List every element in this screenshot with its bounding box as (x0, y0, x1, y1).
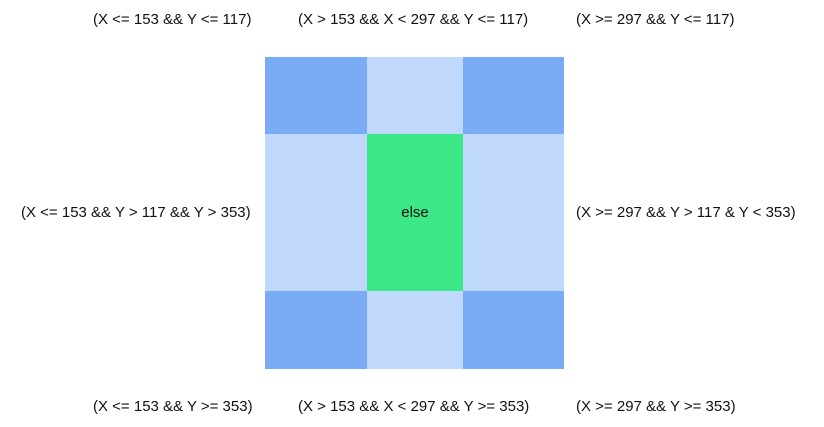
label-middle-left: (X <= 153 && Y > 117 && Y > 353) (21, 204, 251, 221)
cell-top-left (265, 57, 367, 134)
cell-bottom-right (463, 291, 564, 369)
region-grid: else (265, 57, 564, 369)
label-top-right: (X >= 297 && Y <= 117) (576, 11, 735, 28)
cell-top-center (367, 57, 463, 134)
label-middle-right: (X >= 297 && Y > 117 & Y < 353) (576, 204, 796, 221)
label-top-center: (X > 153 && X < 297 && Y <= 117) (298, 11, 529, 28)
cell-middle-left (265, 134, 367, 291)
cell-bottom-center (367, 291, 463, 369)
cell-bottom-left (265, 291, 367, 369)
center-label: else (401, 204, 429, 221)
label-bottom-center: (X > 153 && X < 297 && Y >= 353) (298, 398, 530, 415)
cell-center: else (367, 134, 463, 291)
label-bottom-right: (X >= 297 && Y >= 353) (576, 398, 736, 415)
label-top-left: (X <= 153 && Y <= 117) (93, 11, 252, 28)
cell-middle-right (463, 134, 564, 291)
cell-top-right (463, 57, 564, 134)
label-bottom-left: (X <= 153 && Y >= 353) (93, 398, 253, 415)
